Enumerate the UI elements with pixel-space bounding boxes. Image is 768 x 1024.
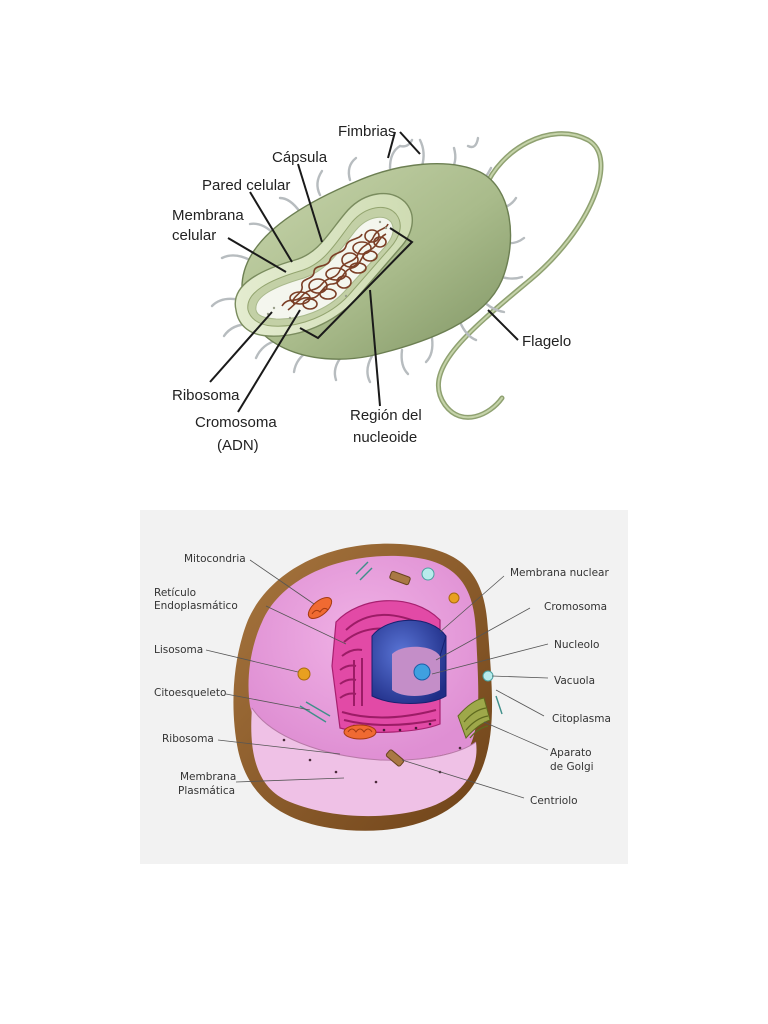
leader-golgi bbox=[483, 721, 549, 751]
label-region-nucleoide-1: Región del bbox=[350, 407, 422, 424]
label-nucleolo: Nucleolo bbox=[554, 639, 599, 651]
leader-pared bbox=[249, 191, 293, 263]
leader-vacuola bbox=[491, 675, 549, 679]
nucleolus bbox=[413, 663, 431, 681]
mitochondrion bbox=[307, 597, 333, 619]
label-citoplasma: Citoplasma bbox=[552, 713, 611, 725]
leader-cromosoma bbox=[237, 309, 301, 413]
eukaryotic-cell-diagram: Mitocondria Retículo Endoplasmático Liso… bbox=[140, 510, 628, 864]
label-vacuola: Vacuola bbox=[554, 675, 595, 687]
vacuole bbox=[421, 567, 435, 581]
label-membrana-nuclear: Membrana nuclear bbox=[510, 567, 609, 579]
centriole bbox=[385, 570, 411, 767]
label-golgi-1: Aparato bbox=[550, 747, 592, 759]
leader-region bbox=[369, 289, 381, 407]
prokaryotic-cell-diagram: Fimbrias Cápsula Pared celular Membrana … bbox=[150, 110, 620, 460]
label-mitocondria: Mitocondria bbox=[184, 553, 246, 565]
label-cromosoma-2: (ADN) bbox=[217, 437, 259, 454]
label-membrana-celular-1: Membrana bbox=[172, 207, 244, 224]
leader-flagelo bbox=[487, 309, 519, 341]
label-membrana-celular-2: celular bbox=[172, 227, 216, 244]
label-centriolo: Centriolo bbox=[530, 795, 578, 807]
label-reticulo-2: Endoplasmático bbox=[154, 600, 238, 612]
leader-lisosoma bbox=[205, 649, 299, 673]
label-flagelo: Flagelo bbox=[522, 333, 571, 350]
leader-ribosoma bbox=[217, 739, 341, 755]
lysosome bbox=[297, 667, 311, 681]
leader-capsula bbox=[297, 163, 323, 243]
label-reticulo-1: Retículo bbox=[154, 587, 196, 599]
label-golgi-2: de Golgi bbox=[550, 761, 594, 773]
leader-reticulo bbox=[265, 605, 347, 645]
label-lisosoma: Lisosoma bbox=[154, 644, 203, 656]
leader-membrana bbox=[227, 237, 287, 273]
eukaryotic-cell-svg: Mitocondria Retículo Endoplasmático Liso… bbox=[154, 543, 611, 831]
label-cromosoma-1: Cromosoma bbox=[195, 414, 277, 431]
chromosome-dna bbox=[281, 223, 389, 311]
nucleoid-region-outline bbox=[299, 227, 414, 340]
leader-cromosoma bbox=[435, 607, 531, 661]
leader-mitocondria bbox=[249, 559, 315, 605]
label-ribosoma: Ribosoma bbox=[172, 387, 240, 404]
leader-citoesqueleto bbox=[225, 693, 311, 711]
label-membrana-plasmatica-2: Plasmática bbox=[178, 785, 235, 797]
prokaryotic-cell-svg: Fimbrias Cápsula Pared celular Membrana … bbox=[172, 123, 604, 454]
leader-centriolo bbox=[401, 759, 525, 799]
vacuole-2 bbox=[482, 670, 494, 682]
label-pared-celular: Pared celular bbox=[202, 177, 290, 194]
golgi-apparatus bbox=[457, 697, 491, 739]
label-ribosoma: Ribosoma bbox=[162, 733, 214, 745]
label-membrana-plasmatica-1: Membrana bbox=[180, 771, 236, 783]
leader-citoplasma bbox=[495, 689, 545, 717]
label-citoesqueleto: Citoesqueleto bbox=[154, 687, 226, 699]
nucleus bbox=[371, 619, 447, 704]
label-fimbrias: Fimbrias bbox=[338, 123, 396, 140]
leader-membrana-nuclear bbox=[439, 575, 505, 633]
leader-membrana-plasmatica bbox=[235, 777, 345, 783]
label-cromosoma: Cromosoma bbox=[544, 601, 607, 613]
lysosome-2 bbox=[448, 592, 460, 604]
label-region-nucleoide-2: nucleoide bbox=[353, 429, 417, 446]
leader-fimbrias bbox=[387, 131, 396, 159]
leader-nucleolo bbox=[431, 643, 549, 675]
label-capsula: Cápsula bbox=[272, 149, 328, 166]
mitochondrion-2 bbox=[343, 724, 377, 740]
cytoplasm-cut bbox=[251, 708, 477, 817]
leader-ribosoma bbox=[209, 311, 273, 383]
